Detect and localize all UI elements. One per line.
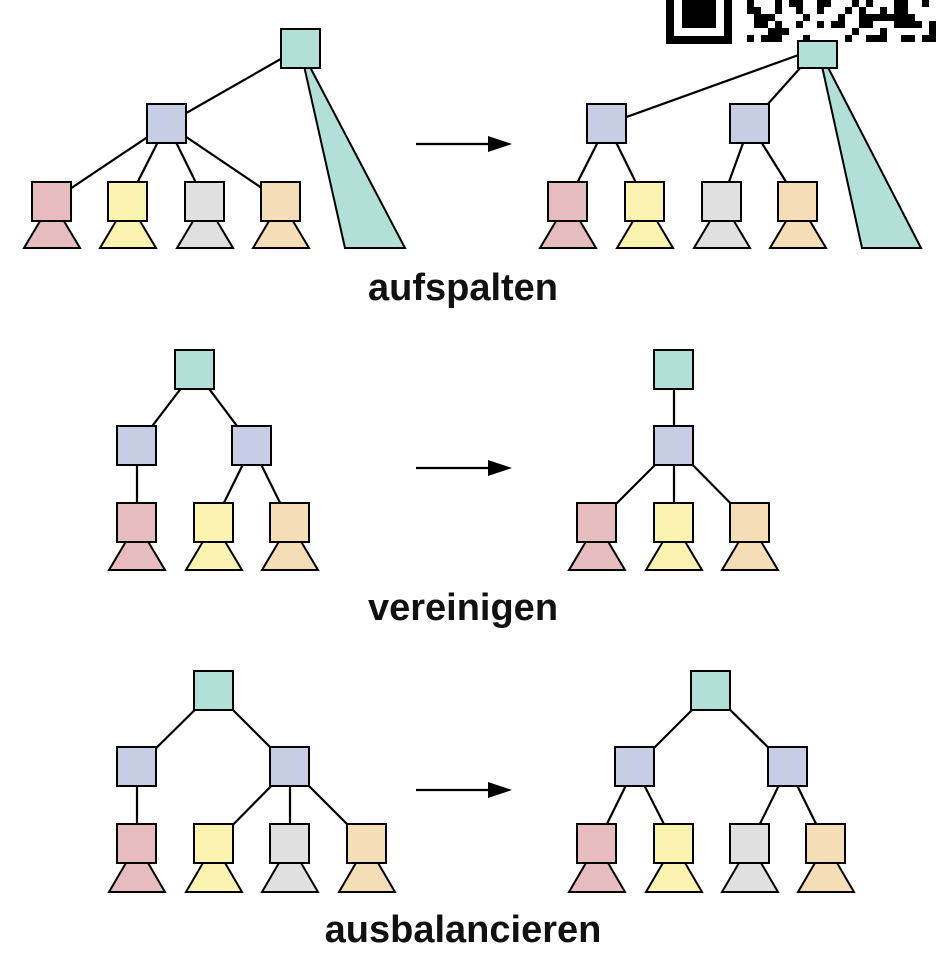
subtree-triangle [538, 199, 598, 249]
leaf-node [547, 181, 588, 222]
leaf-node [701, 181, 742, 222]
leaf-node [777, 181, 818, 222]
subtree-triangle [644, 842, 704, 893]
leaf-node [624, 181, 665, 222]
subtree-triangle [796, 842, 856, 893]
transform-arrow [416, 782, 512, 798]
transform-arrow [416, 460, 512, 476]
leaf-node [31, 181, 72, 222]
subtree-triangle [107, 842, 167, 893]
caption-rebalance: ausbalancieren [325, 909, 602, 951]
leaf-node [729, 823, 770, 864]
root-node [690, 670, 731, 711]
subtree-triangle [615, 199, 675, 249]
root-node [280, 28, 321, 69]
root-node [797, 40, 838, 69]
inner-node [146, 103, 187, 144]
merge-after-tree [567, 349, 780, 571]
rebalance-before-tree [107, 670, 397, 893]
leaf-node [269, 502, 310, 543]
subtree-triangle [98, 199, 158, 249]
leaf-node [193, 823, 234, 864]
subtree-triangle [644, 521, 704, 571]
subtree-triangle [692, 199, 752, 249]
inner-node [586, 103, 627, 144]
subtree-triangle [260, 521, 320, 571]
leaf-node [729, 502, 770, 543]
split-after-tree [538, 40, 923, 249]
subtree-triangle [817, 47, 923, 249]
inner-node [653, 425, 694, 466]
inner-node [116, 746, 157, 787]
root-node [193, 670, 234, 711]
subtree-triangle [299, 47, 407, 249]
inner-node [269, 746, 310, 787]
leaf-node [107, 181, 148, 222]
subtree-triangle [567, 521, 627, 571]
subtree-triangle [175, 199, 235, 249]
subtree-triangle [720, 842, 780, 893]
leaf-node [576, 502, 617, 543]
merge-before-tree [107, 349, 320, 571]
qr-code-fragment [662, 0, 938, 48]
inner-node [729, 103, 770, 144]
subtree-triangle [720, 521, 780, 571]
root-node [174, 349, 215, 390]
subtree-triangle [567, 842, 627, 893]
leaf-node [193, 502, 234, 543]
leaf-node [116, 823, 157, 864]
split-before-tree [22, 28, 407, 249]
inner-node [767, 746, 808, 787]
inner-node [116, 425, 157, 466]
leaf-node [653, 823, 694, 864]
subtree-triangle [260, 842, 320, 893]
leaf-node [269, 823, 310, 864]
inner-node [614, 746, 655, 787]
subtree-triangle [107, 521, 167, 571]
leaf-node [805, 823, 846, 864]
leaf-node [184, 181, 225, 222]
caption-merge: vereinigen [368, 587, 558, 629]
leaf-node [116, 502, 157, 543]
subtree-triangle [251, 199, 311, 249]
leaf-node [346, 823, 387, 864]
leaf-node [260, 181, 301, 222]
subtree-triangle [768, 199, 828, 249]
subtree-triangle [184, 842, 244, 893]
subtree-triangle [184, 521, 244, 571]
leaf-node [653, 502, 694, 543]
caption-split: aufspalten [368, 267, 558, 309]
inner-node [231, 425, 272, 466]
subtree-triangle [337, 842, 397, 893]
root-node [653, 349, 694, 390]
leaf-node [576, 823, 617, 864]
rebalance-after-tree [567, 670, 856, 893]
transform-arrow [416, 136, 512, 152]
subtree-triangle [22, 199, 82, 249]
